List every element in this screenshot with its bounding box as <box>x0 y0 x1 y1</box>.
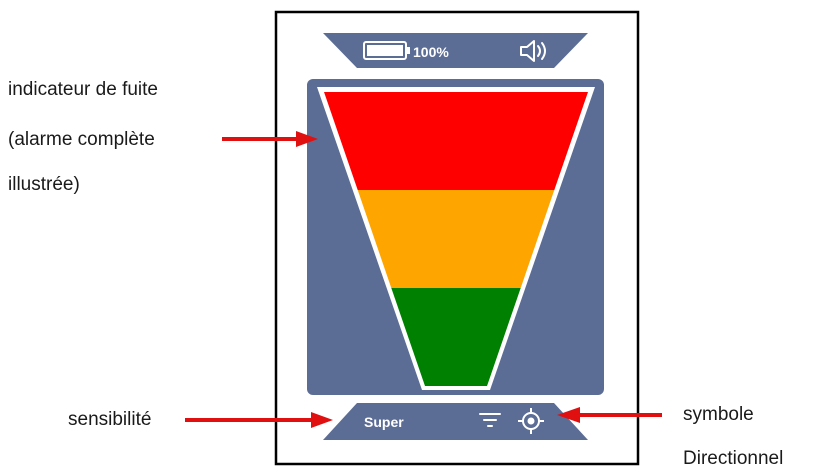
leak-indicator-caption-line-2: (alarme complète <box>8 129 155 150</box>
leak-level-medium <box>357 190 555 288</box>
crosshair-target-icon <box>518 408 544 434</box>
sensitivity-value: Super <box>364 414 404 430</box>
battery-icon <box>363 41 410 60</box>
sensitivity-caption: sensibilité <box>68 409 152 430</box>
status-bar <box>323 33 588 68</box>
leak-level-low <box>391 288 521 386</box>
sensitivity-arrow <box>185 412 333 428</box>
leak-indicator-caption-line-3: illustrée) <box>8 174 80 195</box>
directional-arrow <box>557 407 662 423</box>
leak-indicator-arrow <box>222 131 318 147</box>
leak-level-high <box>324 92 588 190</box>
speaker-sound-icon <box>520 40 546 62</box>
directional-caption-line-2: Directionnel <box>683 448 784 469</box>
leak-indicator-funnel <box>324 92 588 386</box>
sensitivity-bar <box>323 403 588 440</box>
leak-indicator-caption-line-1: indicateur de fuite <box>8 79 158 100</box>
directional-caption-line-1: symbole <box>683 404 754 425</box>
battery-fill <box>367 45 403 56</box>
battery-percent-label: 100% <box>413 44 449 60</box>
filter-lines-icon <box>479 413 501 427</box>
